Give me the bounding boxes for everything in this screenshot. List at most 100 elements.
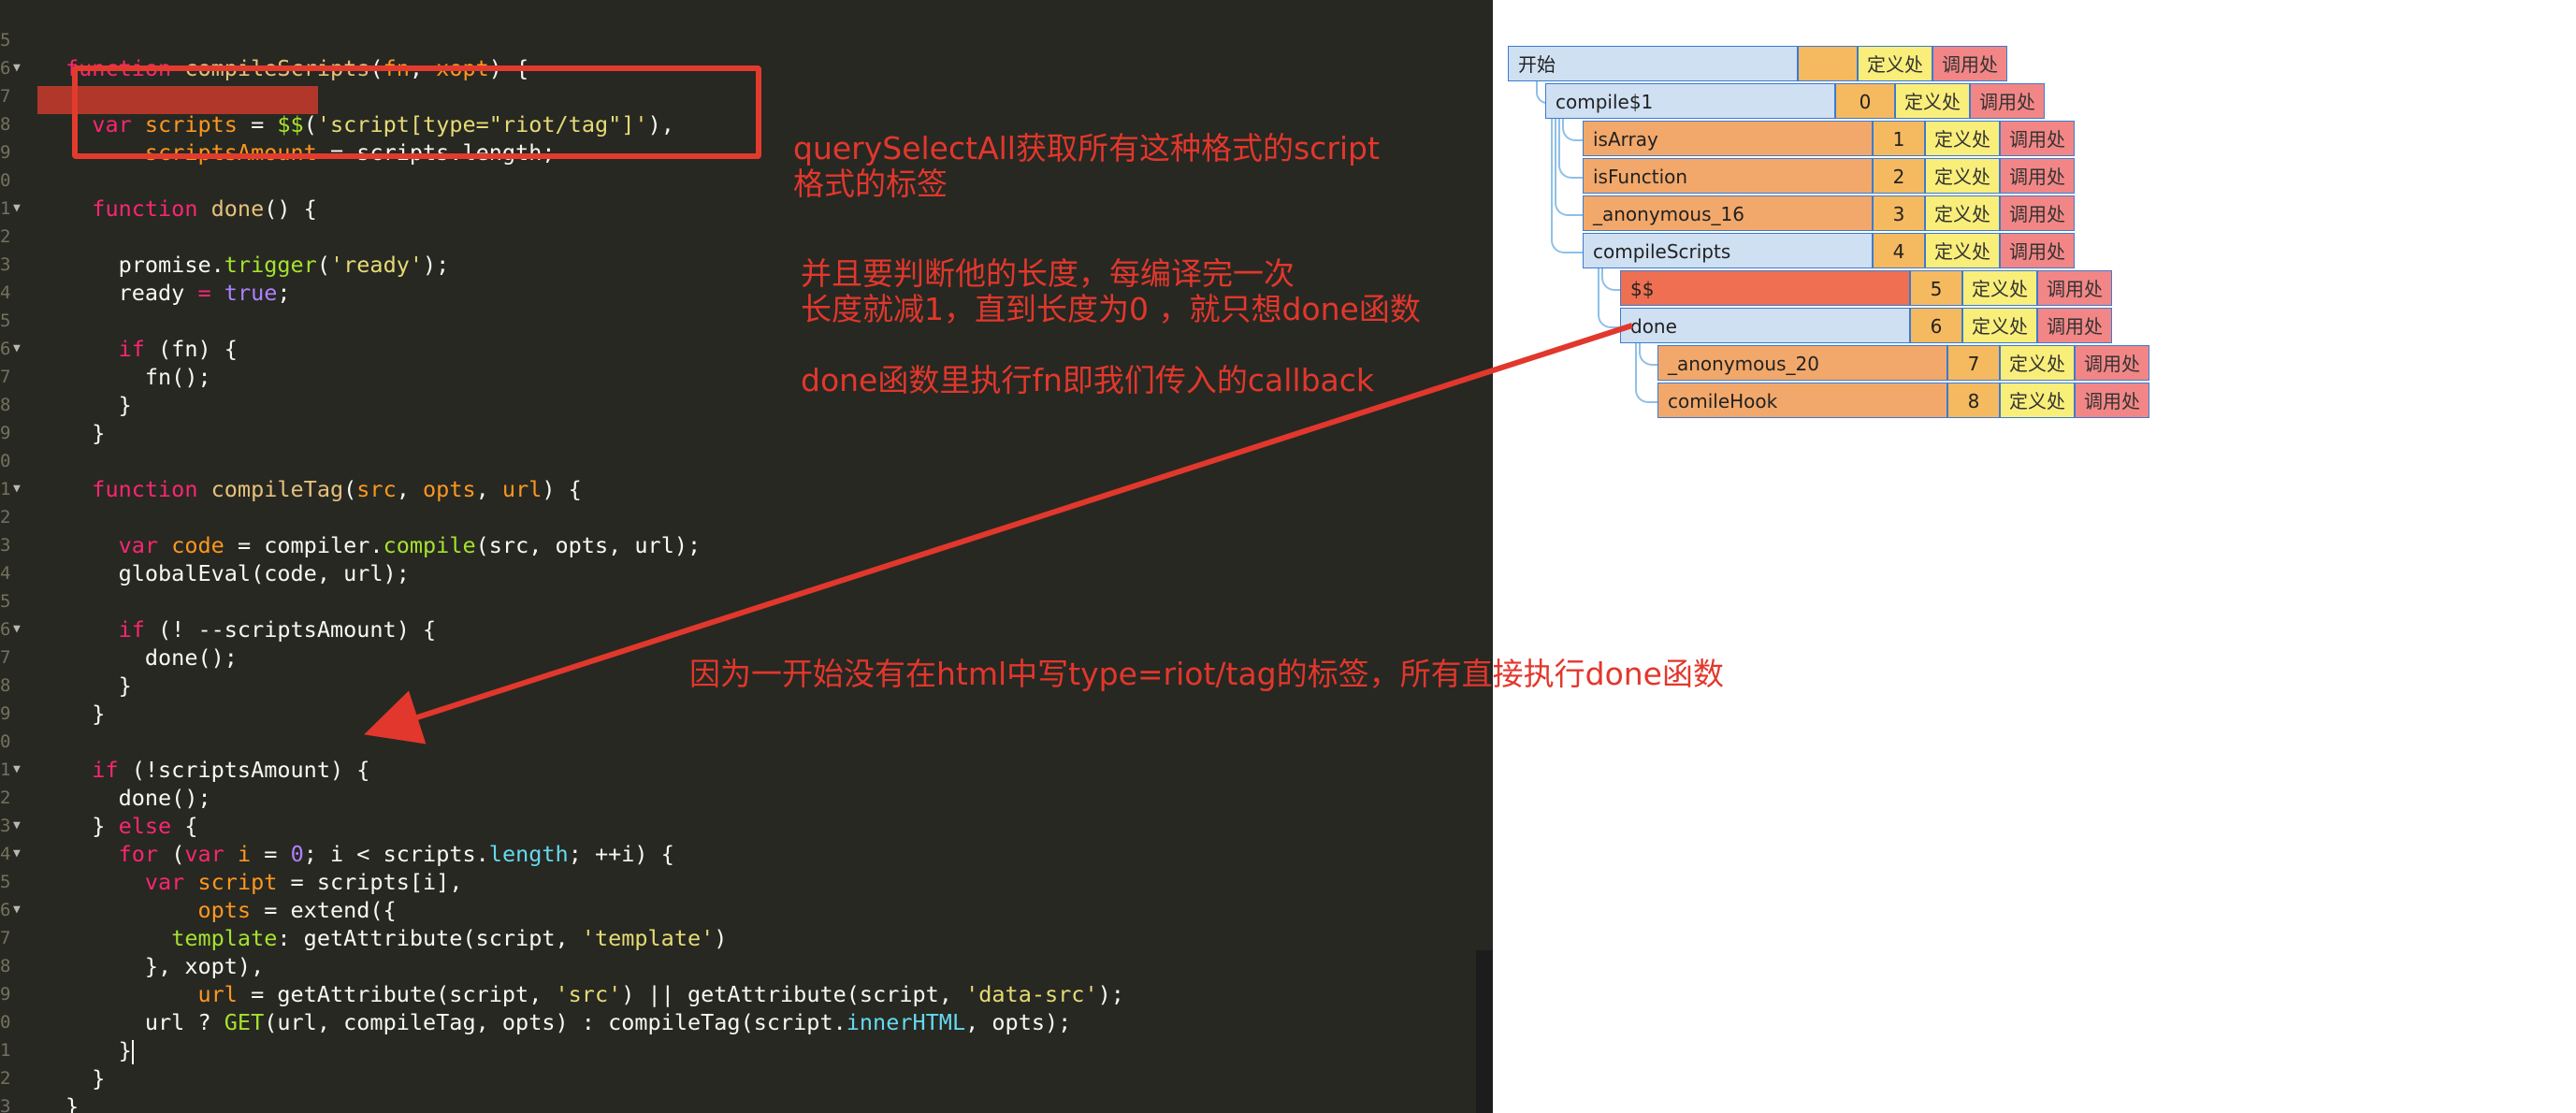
code-line[interactable]: 3 promise.trigger('ready'); [0, 251, 1493, 279]
fold-toggle-icon[interactable]: ▼ [13, 622, 21, 636]
code-token: ( [303, 111, 317, 137]
definition-button[interactable]: 定义处 [1962, 308, 2037, 343]
line-number: 1 [0, 1040, 11, 1061]
definition-button[interactable]: 定义处 [1925, 121, 2000, 156]
code-token: = [197, 280, 211, 306]
fold-toggle-icon[interactable]: ▼ [13, 818, 21, 832]
code-line[interactable]: 2 done(); [0, 784, 1493, 812]
fold-toggle-icon[interactable]: ▼ [13, 762, 21, 776]
tree-node[interactable]: 开始定义处调用处 [1508, 46, 2007, 81]
code-token: opts [423, 476, 476, 502]
callsite-button[interactable]: 调用处 [1970, 83, 2045, 119]
fold-toggle-icon[interactable]: ▼ [13, 61, 21, 75]
fold-toggle-icon[interactable]: ▼ [13, 903, 21, 917]
code-line[interactable]: 5 [0, 307, 1493, 335]
definition-button[interactable]: 定义处 [2000, 345, 2075, 381]
tree-node-name: compile$1 [1545, 83, 1835, 119]
callsite-button[interactable]: 调用处 [2000, 121, 2075, 156]
definition-button[interactable]: 定义处 [1925, 158, 2000, 194]
code-line[interactable]: 5 [0, 26, 1493, 54]
code-line[interactable]: 1▼ function compileTag(src, opts, url) { [0, 475, 1493, 503]
code-line[interactable]: 6▼ if (! --scriptsAmount) { [0, 615, 1493, 643]
callsite-button[interactable]: 调用处 [2037, 270, 2112, 306]
code-line[interactable]: 9 url = getAttribute(script, 'src') || g… [0, 980, 1493, 1008]
fold-toggle-icon[interactable]: ▼ [13, 201, 21, 215]
code-line[interactable]: 4▼ for (var i = 0; i < scripts.length; +… [0, 840, 1493, 868]
code-line[interactable]: 1 } [0, 1036, 1493, 1064]
code-line[interactable]: 7 fn(); [0, 363, 1493, 391]
code-line[interactable]: 3} [0, 1092, 1493, 1113]
code-line[interactable]: 1▼ if (!scriptsAmount) { [0, 756, 1493, 784]
code-line[interactable]: 2 } [0, 1064, 1493, 1092]
definition-button[interactable]: 定义处 [1962, 270, 2037, 306]
code-line[interactable]: 8 }, xopt), [0, 952, 1493, 980]
tree-node-index [1798, 46, 1858, 81]
tree-connector [1635, 343, 1659, 403]
code-line[interactable]: 9 scriptsAmount = scripts.length; [0, 138, 1493, 166]
fold-toggle-icon[interactable]: ▼ [13, 341, 21, 355]
code-token: promise. [65, 252, 224, 278]
callsite-button[interactable]: 调用处 [2000, 195, 2075, 231]
callsite-button[interactable]: 调用处 [2075, 383, 2149, 418]
code-token: ready [65, 280, 198, 306]
code-line[interactable]: 4 globalEval(code, url); [0, 559, 1493, 587]
callsite-button[interactable]: 调用处 [2037, 308, 2112, 343]
code-line[interactable]: 8 } [0, 391, 1493, 419]
definition-button[interactable]: 定义处 [1925, 233, 2000, 268]
callsite-button[interactable]: 调用处 [1932, 46, 2007, 81]
line-number: 7 [0, 928, 11, 948]
code-line[interactable]: 3 var code = compiler.compile(src, opts,… [0, 531, 1493, 559]
fold-toggle-icon[interactable]: ▼ [13, 482, 21, 496]
code-token: } [65, 420, 106, 446]
line-number: 9 [0, 703, 11, 724]
code-line[interactable]: 3▼ } else { [0, 812, 1493, 840]
code-line[interactable]: 1▼ function done() { [0, 195, 1493, 223]
code-line[interactable]: 6▼ if (fn) { [0, 335, 1493, 363]
code-line[interactable]: 5 var script = scripts[i], [0, 868, 1493, 896]
code-token: , [396, 476, 424, 502]
code-line[interactable]: 0 [0, 166, 1493, 195]
code-token: src [356, 476, 397, 502]
code-line[interactable]: 7 [0, 82, 1493, 110]
code-text: var scripts = $$('script[type="riot/tag"… [65, 110, 674, 138]
code-line[interactable]: 7 done(); [0, 643, 1493, 672]
code-token: } [65, 813, 119, 839]
code-line[interactable]: 5 [0, 587, 1493, 615]
code-text: } [65, 391, 132, 419]
line-number: 1 [0, 479, 11, 499]
code-line[interactable]: 0 url ? GET(url, compileTag, opts) : com… [0, 1008, 1493, 1036]
code-line[interactable]: 2 [0, 223, 1493, 251]
code-line[interactable]: 9 } [0, 700, 1493, 728]
annotation-done-callback: done函数里执行fn即我们传入的callback [801, 362, 1375, 398]
code-token: url [501, 476, 543, 502]
callsite-button[interactable]: 调用处 [2075, 345, 2149, 381]
code-line[interactable]: 0 [0, 728, 1493, 756]
definition-button[interactable]: 定义处 [1858, 46, 1932, 81]
code-line[interactable]: 7 template: getAttribute(script, 'templa… [0, 924, 1493, 952]
callsite-button[interactable]: 调用处 [2000, 158, 2075, 194]
definition-button[interactable]: 定义处 [1895, 83, 1970, 119]
callsite-button[interactable]: 调用处 [2000, 233, 2075, 268]
fold-toggle-icon[interactable]: ▼ [13, 846, 21, 860]
tree-node-index: 5 [1910, 270, 1962, 306]
definition-button[interactable]: 定义处 [1925, 195, 2000, 231]
code-line[interactable]: 0 [0, 447, 1493, 475]
code-line[interactable]: 9 } [0, 419, 1493, 447]
code-line[interactable]: 4 ready = true; [0, 279, 1493, 307]
code-line[interactable]: 2 [0, 503, 1493, 531]
code-token: function [92, 476, 198, 502]
code-line[interactable]: 8 var scripts = $$('script[type="riot/ta… [0, 110, 1493, 138]
code-line[interactable]: 8 } [0, 672, 1493, 700]
definition-button[interactable]: 定义处 [2000, 383, 2075, 418]
code-line[interactable]: 6▼ opts = extend({ [0, 896, 1493, 924]
code-token [65, 841, 119, 867]
